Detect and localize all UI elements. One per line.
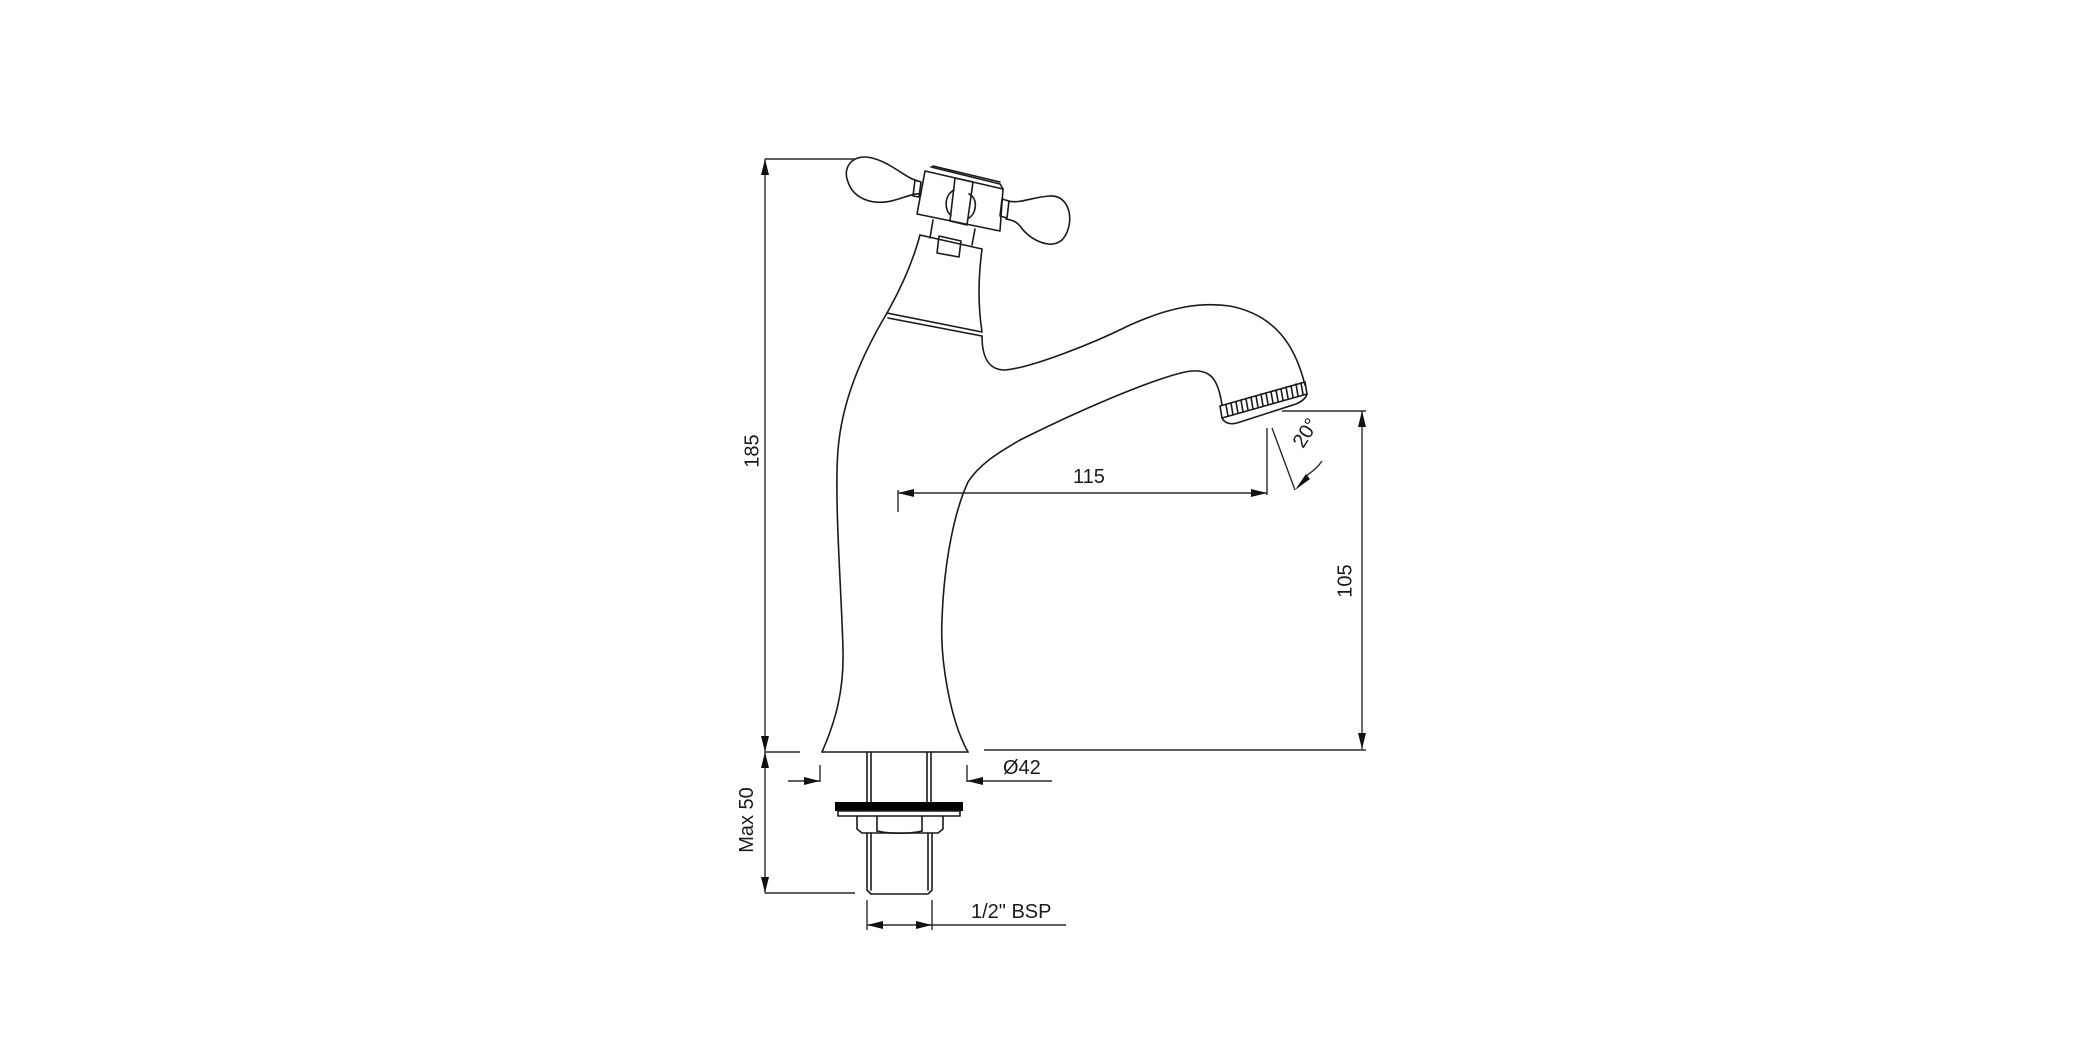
shank-assembly: [835, 751, 963, 895]
tap-body: [821, 234, 1021, 753]
dim-105: [984, 410, 1366, 751]
dim-diameter-42: [788, 765, 1052, 785]
dim-185: [761, 158, 856, 753]
dim-20-degrees: [1271, 427, 1323, 491]
cross-handle: [845, 156, 1071, 258]
washer: [835, 802, 963, 811]
dim-max-50: [761, 752, 855, 894]
dim-115: [897, 428, 1268, 512]
spout: [981, 303, 1308, 441]
label-base-diameter: Ø42: [1003, 757, 1041, 779]
label-spout-reach: 115: [1073, 466, 1105, 488]
dim-half-inch-bsp: [866, 900, 1066, 930]
label-spout-height: 105: [1334, 564, 1357, 598]
label-thread-size: 1/2" BSP: [971, 901, 1052, 923]
label-overall-height: 185: [741, 434, 764, 468]
label-max-deck-thickness: Max 50: [735, 787, 758, 853]
